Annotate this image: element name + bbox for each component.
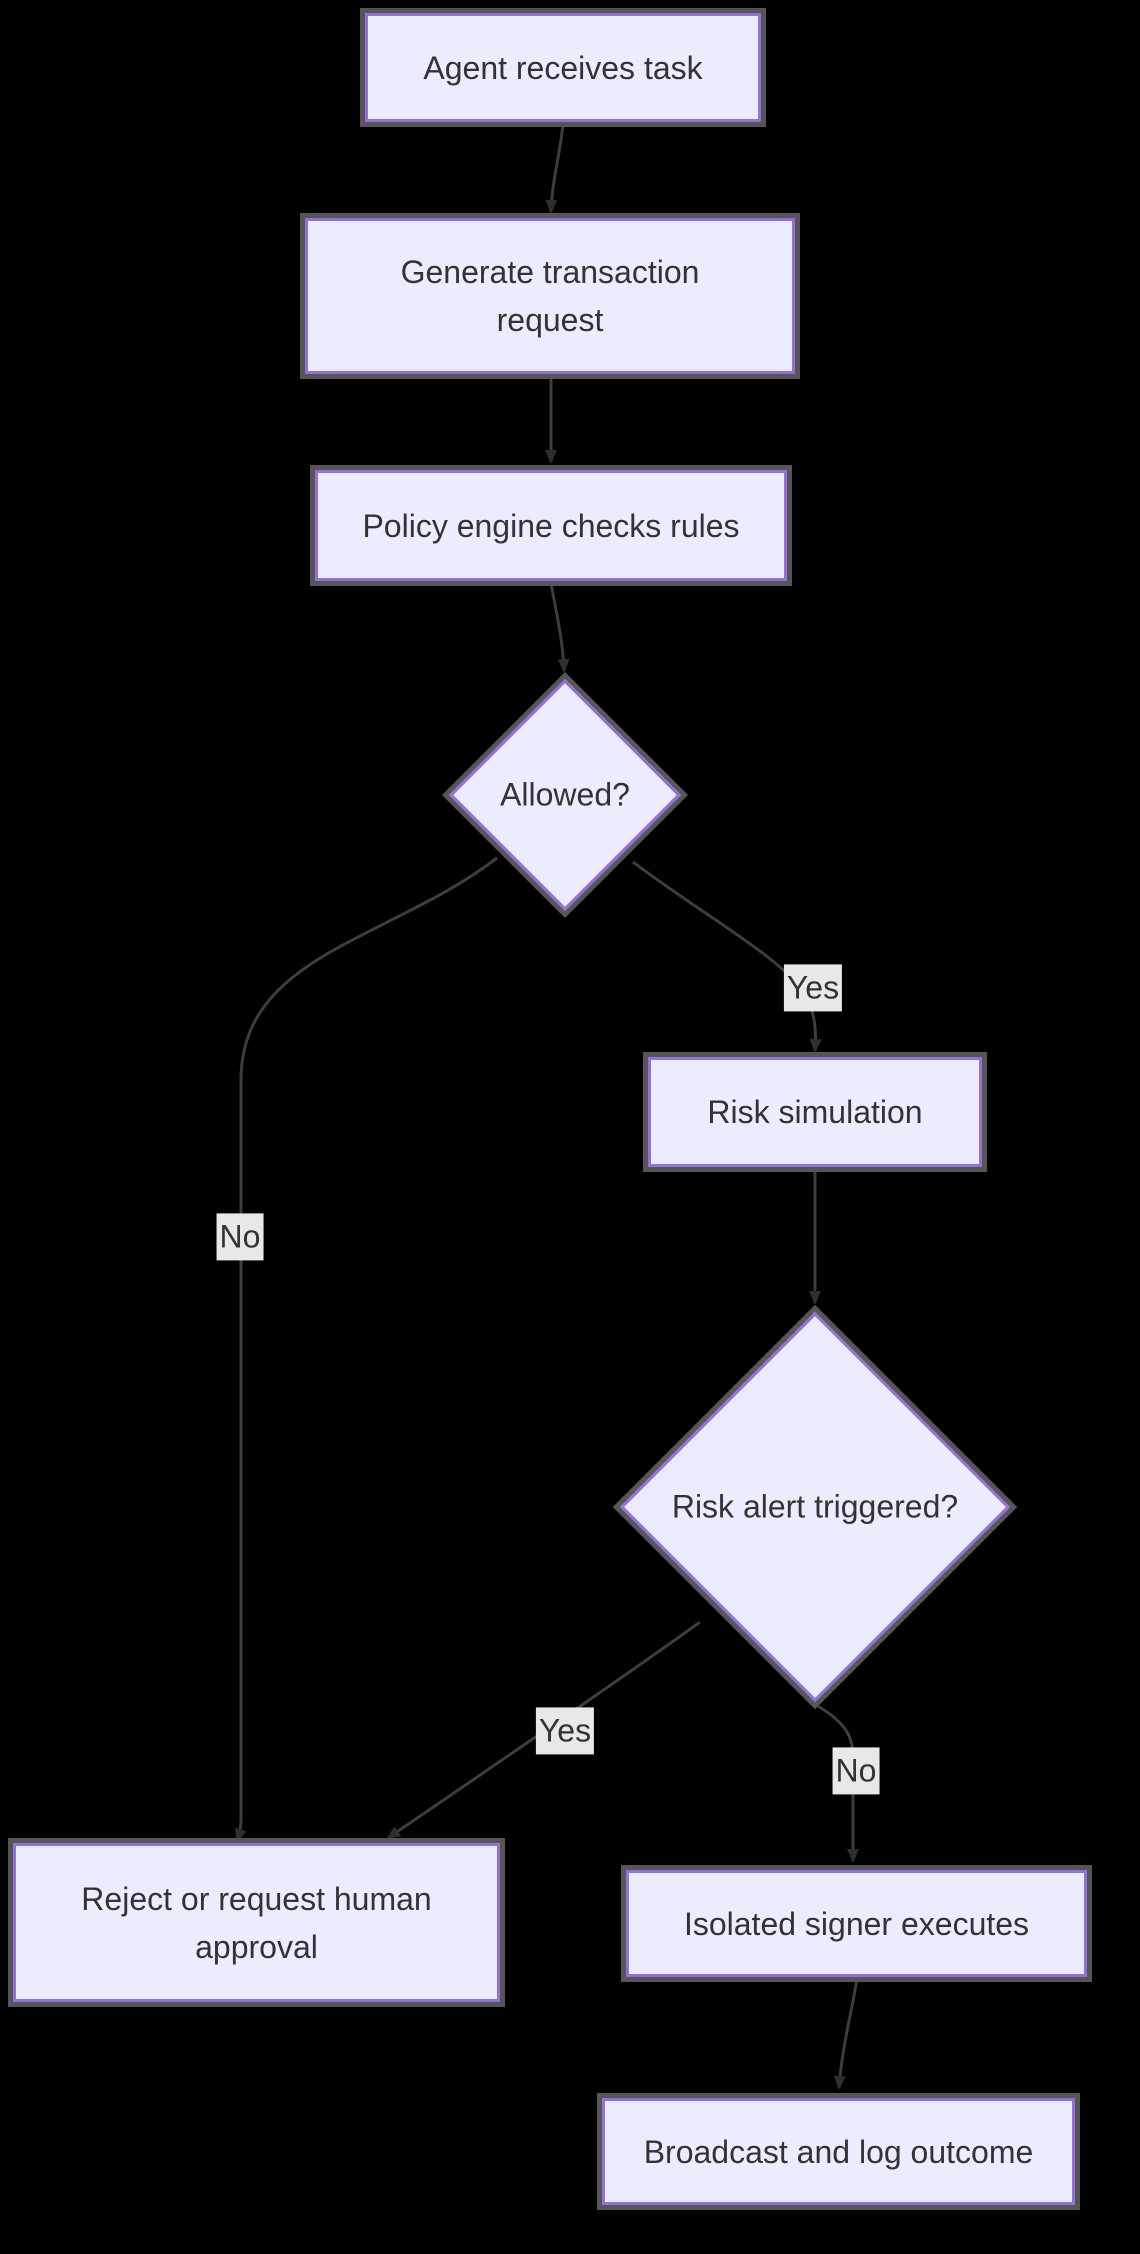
node-label: Agent receives task	[423, 49, 703, 86]
edge-label-risk-alert-yes: Yes	[535, 1707, 595, 1755]
node-isolated-signer-executes: Isolated signer executes	[626, 1870, 1087, 1977]
edge-label-allowed-no: No	[216, 1213, 264, 1261]
node-broadcast-and-log-outcome: Broadcast and log outcome	[602, 2098, 1075, 2205]
node-reject-or-request-human-approval: Reject or request human approval	[13, 1843, 500, 2002]
node-label: Broadcast and log outcome	[643, 2133, 1034, 2170]
node-label: Generate transaction request	[400, 254, 700, 338]
node-label: Risk simulation	[707, 1094, 923, 1130]
edge-task-to-generate	[545, 123, 565, 214]
edge-label-allowed-yes: Yes	[783, 964, 843, 1012]
node-generate-transaction-request: Generate transaction request	[305, 218, 795, 374]
edge-label-risk-alert-no: No	[832, 1747, 880, 1795]
edge-isolated-signer-to-broadcast	[833, 1978, 859, 2090]
edge-policy-to-allowed	[549, 582, 570, 673]
edge-allowed-no-to-reject	[235, 856, 498, 1843]
edge-allowed-yes-to-risk-simulation	[632, 860, 822, 1053]
node-label: Isolated signer executes	[683, 1905, 1030, 1942]
node-label: Policy engine checks rules	[362, 507, 740, 544]
node-risk-simulation: Risk simulation	[648, 1057, 982, 1167]
node-label: Allowed?	[500, 776, 630, 813]
node-label: Reject or request human approval	[81, 1880, 432, 1965]
node-label: Risk alert triggered?	[671, 1488, 959, 1525]
node-policy-engine-checks-rules: Policy engine checks rules	[315, 470, 787, 581]
node-agent-receives-task: Agent receives task	[365, 13, 761, 122]
